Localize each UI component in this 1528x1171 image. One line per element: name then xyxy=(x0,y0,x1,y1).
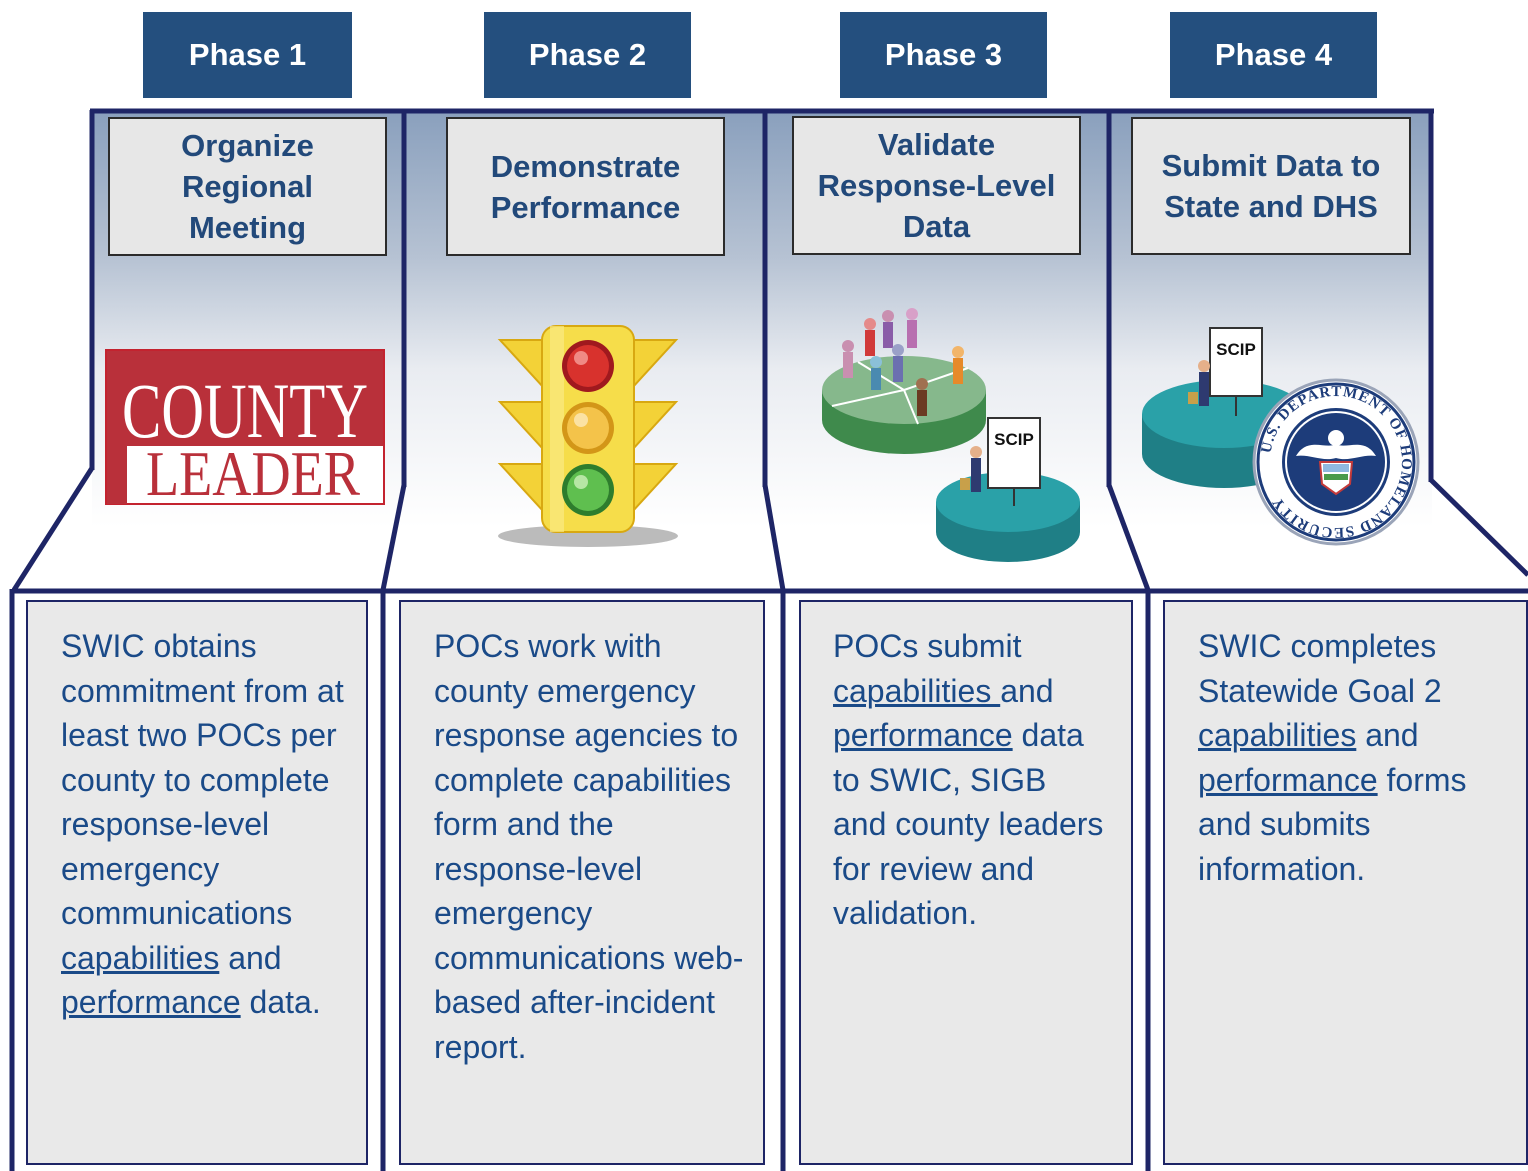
phase-2-description: POCs work with county emergency response… xyxy=(399,600,765,1165)
phase-4-description: SWIC completes Statewide Goal 2 capabili… xyxy=(1163,600,1528,1165)
scip-and-dhs-seal-illustration: SCIP U.S. DEPARTMENT OF HOMELAND SECURIT… xyxy=(1142,327,1420,546)
capabilities-link: capabilities xyxy=(61,939,220,976)
performance-link: performance xyxy=(1198,761,1378,798)
county-leader-logo: COUNTY LEADER xyxy=(105,349,385,505)
performance-link: performance xyxy=(61,984,241,1020)
phase-4-title: Submit Data to State and DHS xyxy=(1131,117,1411,255)
phase-4-tab: Phase 4 xyxy=(1170,12,1377,98)
stakeholder-pie-and-scip-illustration: SCIP xyxy=(822,308,1080,562)
phase-3-scip-sign: SCIP xyxy=(994,430,1034,449)
phase-4-scip-sign: SCIP xyxy=(1216,340,1256,359)
phase-1-description: SWIC obtains commitment from at least tw… xyxy=(26,600,368,1165)
performance-link: performance xyxy=(833,717,1013,753)
phase-1-title: Organize Regional Meeting xyxy=(108,117,387,256)
phase-3-title: Validate Response-Level Data xyxy=(792,116,1081,255)
phase-3-description: POCs submit capabilities and performance… xyxy=(799,600,1133,1165)
capabilities-link: capabilities xyxy=(833,672,1001,709)
traffic-light-icon xyxy=(497,325,679,547)
logo-line-county: COUNTY xyxy=(122,367,368,454)
people-figures xyxy=(842,308,964,416)
dhs-seal: U.S. DEPARTMENT OF HOMELAND SECURITY xyxy=(1252,378,1420,546)
phase-3-tab: Phase 3 xyxy=(840,12,1047,98)
phase-1-tab: Phase 1 xyxy=(143,12,352,98)
phase-2-tab: Phase 2 xyxy=(484,12,691,98)
phase-2-title: Demonstrate Performance xyxy=(446,117,725,256)
logo-line-leader: LEADER xyxy=(146,438,360,505)
capabilities-link: capabilities xyxy=(1198,717,1357,753)
